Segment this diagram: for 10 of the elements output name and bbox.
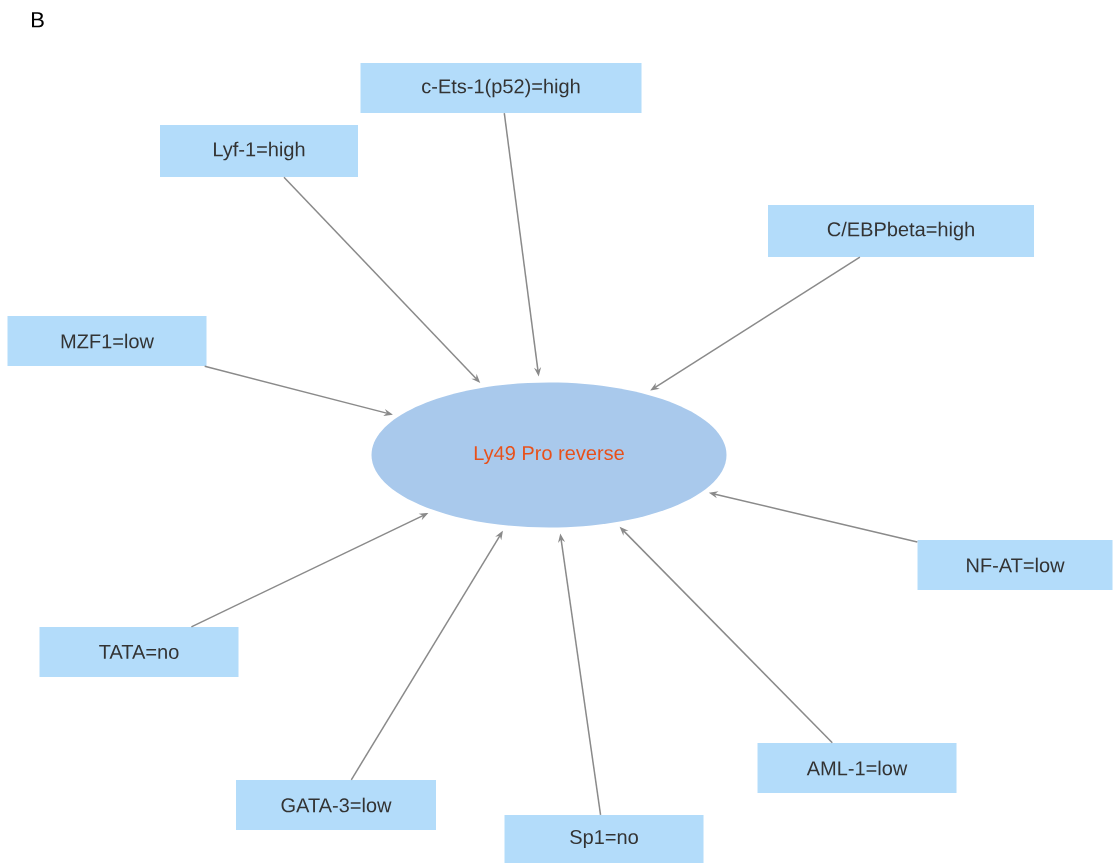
factor-box: AML-1=low xyxy=(757,743,957,793)
factor-box: TATA=no xyxy=(39,627,239,677)
factor-box: Sp1=no xyxy=(504,815,704,863)
factor-box: MZF1=low xyxy=(7,316,207,366)
factor-box: c-Ets-1(p52)=high xyxy=(360,63,642,113)
panel-letter: B xyxy=(32,12,44,28)
factor-box: GATA-3=low xyxy=(236,780,436,830)
factor-box: NF-AT=low xyxy=(917,540,1113,590)
factor-box: C/EBPbeta=high xyxy=(768,205,1034,257)
factor-box: Lyf-1=high xyxy=(160,125,358,177)
